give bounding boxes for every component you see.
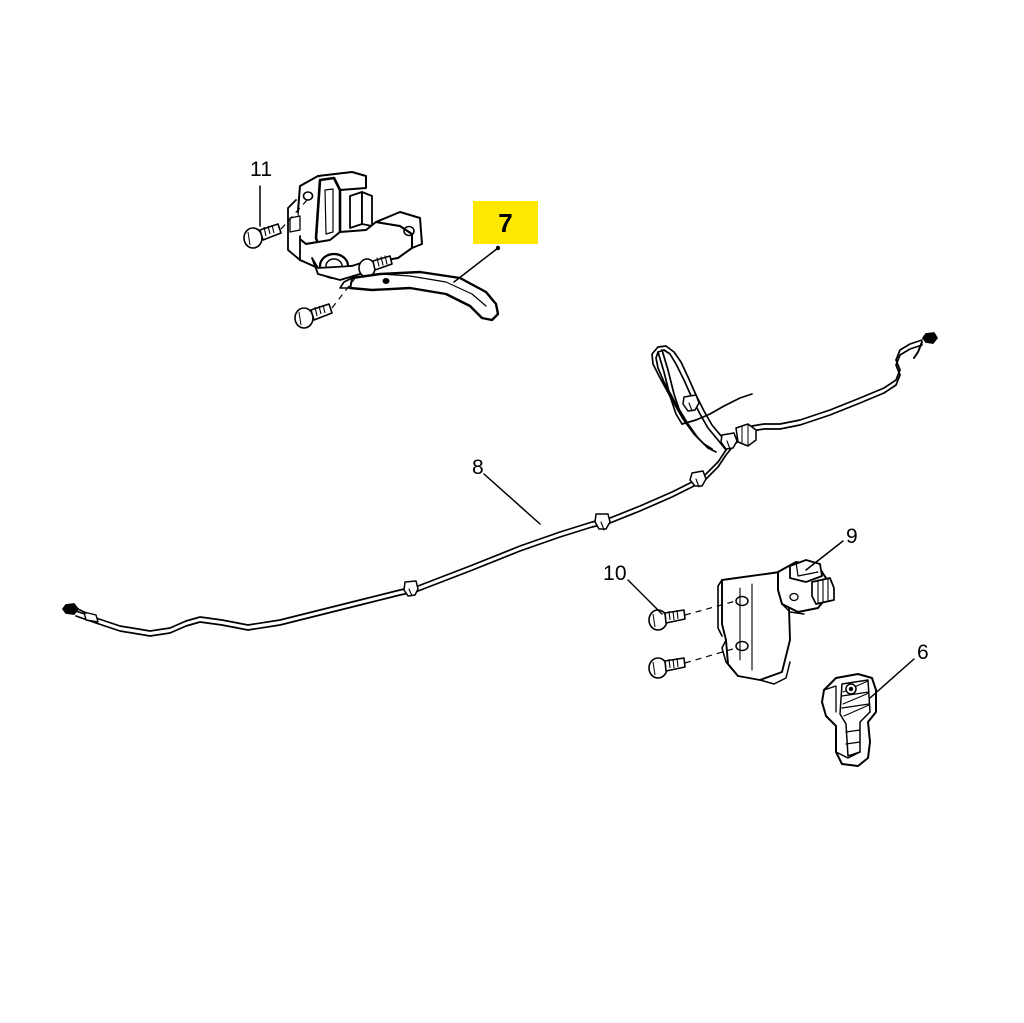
callout-leader-lines	[259, 185, 915, 699]
leader-line-9	[805, 540, 844, 571]
callout-label-10: 10	[603, 562, 627, 585]
leader-line-6	[869, 658, 915, 699]
part-hood-latch-assembly	[287, 171, 500, 322]
leader-line-10	[627, 579, 663, 615]
leader-line-7	[453, 247, 499, 283]
bolt-alignment-guides	[280, 198, 357, 309]
callout-label-11: 11	[250, 158, 273, 181]
part-hood-release-cable	[62, 332, 938, 637]
leader-dot-7	[495, 245, 501, 251]
callout-label-9: 9	[846, 525, 858, 548]
leader-line-8	[483, 473, 541, 525]
part-latch-mounting-bolt-lower	[294, 303, 333, 329]
bracket-bolt-alignment-guides	[684, 600, 737, 664]
part-release-handle-lever	[821, 673, 877, 767]
part-bracket-mounting-bolt-lower	[648, 657, 686, 679]
part-latch-mounting-bolt-upper	[243, 223, 282, 249]
callout-label-8: 8	[472, 456, 484, 479]
part-bracket-mounting-bolt-upper	[648, 609, 686, 631]
callout-label-7: 7	[498, 207, 513, 238]
callout-label-6: 6	[917, 641, 929, 664]
callout-highlight-7[interactable]: 7	[473, 201, 538, 244]
part-handle-bracket-assembly	[717, 559, 835, 685]
